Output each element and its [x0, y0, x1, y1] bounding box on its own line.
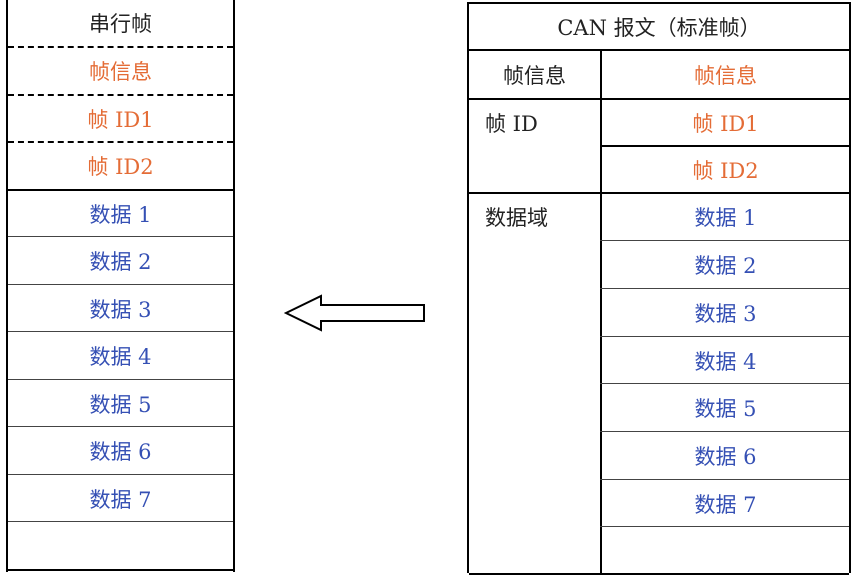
serial-row-data-3: 数据 3 [89, 297, 152, 322]
serial-frame-title: 串行帧 [89, 12, 152, 36]
divider [8, 426, 233, 427]
can-frame-title: CAN 报文（标准帧） [557, 15, 761, 40]
can-row-empty [602, 528, 849, 573]
divider [600, 98, 849, 100]
serial-row-data-6: 数据 6 [89, 440, 152, 464]
divider [8, 284, 233, 285]
can-row-data-4: 数据 4 [694, 349, 757, 374]
can-row-frame-info: 帧信息 [694, 63, 757, 88]
divider [8, 569, 233, 571]
can-row-data-7: 数据 7 [694, 492, 757, 517]
can-row-data-5: 数据 5 [694, 397, 757, 421]
can-row-frame-id1: 帧 ID1 [692, 111, 759, 136]
divider [469, 192, 600, 194]
divider [8, 94, 233, 96]
divider [8, 474, 233, 475]
divider [8, 189, 233, 191]
serial-row-frame-id2: 帧 ID2 [87, 155, 154, 179]
can-row-data-2: 数据 2 [694, 254, 757, 278]
divider [600, 240, 849, 241]
column-divider [600, 50, 602, 573]
can-frame-table: CAN 报文（标准帧） 帧信息 帧 ID 数据域 帧信息 帧 ID1 帧 ID2… [467, 2, 851, 575]
divider [8, 331, 233, 332]
divider [8, 46, 233, 48]
divider [8, 236, 233, 237]
serial-row-data-7: 数据 7 [89, 487, 152, 512]
can-group-data-field: 数据域 [485, 205, 548, 230]
divider [8, 141, 233, 143]
serial-row-frame-id1: 帧 ID1 [87, 107, 154, 132]
can-row-data-3: 数据 3 [694, 302, 757, 326]
can-row-data-1: 数据 1 [694, 206, 757, 230]
divider [469, 49, 849, 51]
divider [600, 288, 849, 289]
can-group-frame-id: 帧 ID [485, 111, 538, 136]
left-arrow-icon [284, 294, 425, 332]
can-group-frame-info: 帧信息 [503, 63, 566, 88]
serial-row-empty [8, 523, 233, 569]
divider [8, 521, 233, 522]
divider [600, 479, 849, 480]
serial-row-data-4: 数据 4 [89, 345, 152, 369]
serial-frame-table: 串行帧 帧信息 帧 ID1 帧 ID2 数据 1 数据 2 数据 3 数据 4 … [6, 0, 235, 572]
divider [8, 379, 233, 380]
divider [600, 336, 849, 337]
serial-row-data-5: 数据 5 [89, 392, 152, 417]
divider [600, 431, 849, 432]
can-row-frame-id2: 帧 ID2 [692, 158, 759, 183]
serial-row-data-1: 数据 1 [89, 202, 152, 227]
divider [600, 383, 849, 384]
can-row-data-6: 数据 6 [694, 445, 757, 469]
serial-row-data-2: 数据 2 [89, 250, 152, 274]
divider [600, 145, 849, 147]
divider [600, 526, 849, 527]
serial-row-frame-info: 帧信息 [89, 60, 152, 84]
divider [469, 98, 600, 100]
divider [600, 192, 849, 194]
